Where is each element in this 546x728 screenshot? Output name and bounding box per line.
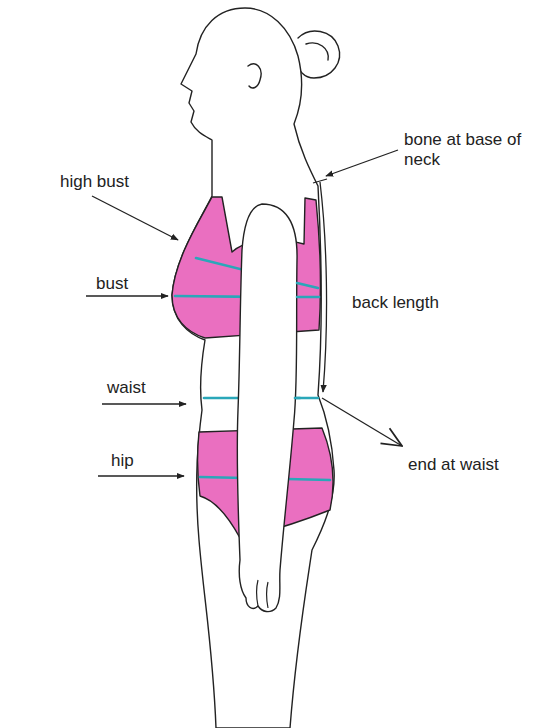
fingers (257, 580, 269, 608)
high-bust-line-back (297, 283, 318, 288)
waist-line-back (295, 397, 318, 400)
measure-label: high bust (60, 172, 170, 192)
ear (248, 64, 261, 88)
back-length-line (320, 182, 327, 392)
arm (237, 204, 297, 612)
measure-label: bone at base of neck (404, 130, 522, 170)
body-outline (172, 8, 334, 728)
bust-line-back (297, 296, 319, 299)
measure-label: end at waist (408, 455, 538, 475)
neck-bone-arrow (326, 150, 398, 176)
end-at-waist-arrow (322, 398, 402, 446)
measure-label: waist (107, 378, 187, 398)
bust-arrow (86, 295, 168, 296)
measure-label: hip (111, 451, 171, 471)
hair-bun (296, 31, 340, 78)
measure-label: bust (96, 274, 176, 294)
back-length-top-bar (313, 179, 327, 183)
waist-arrow (102, 403, 186, 404)
hip-arrow (98, 475, 184, 476)
bun-detail (306, 43, 328, 60)
measure-label: back length (352, 293, 482, 313)
high-bust-arrow (92, 196, 178, 240)
